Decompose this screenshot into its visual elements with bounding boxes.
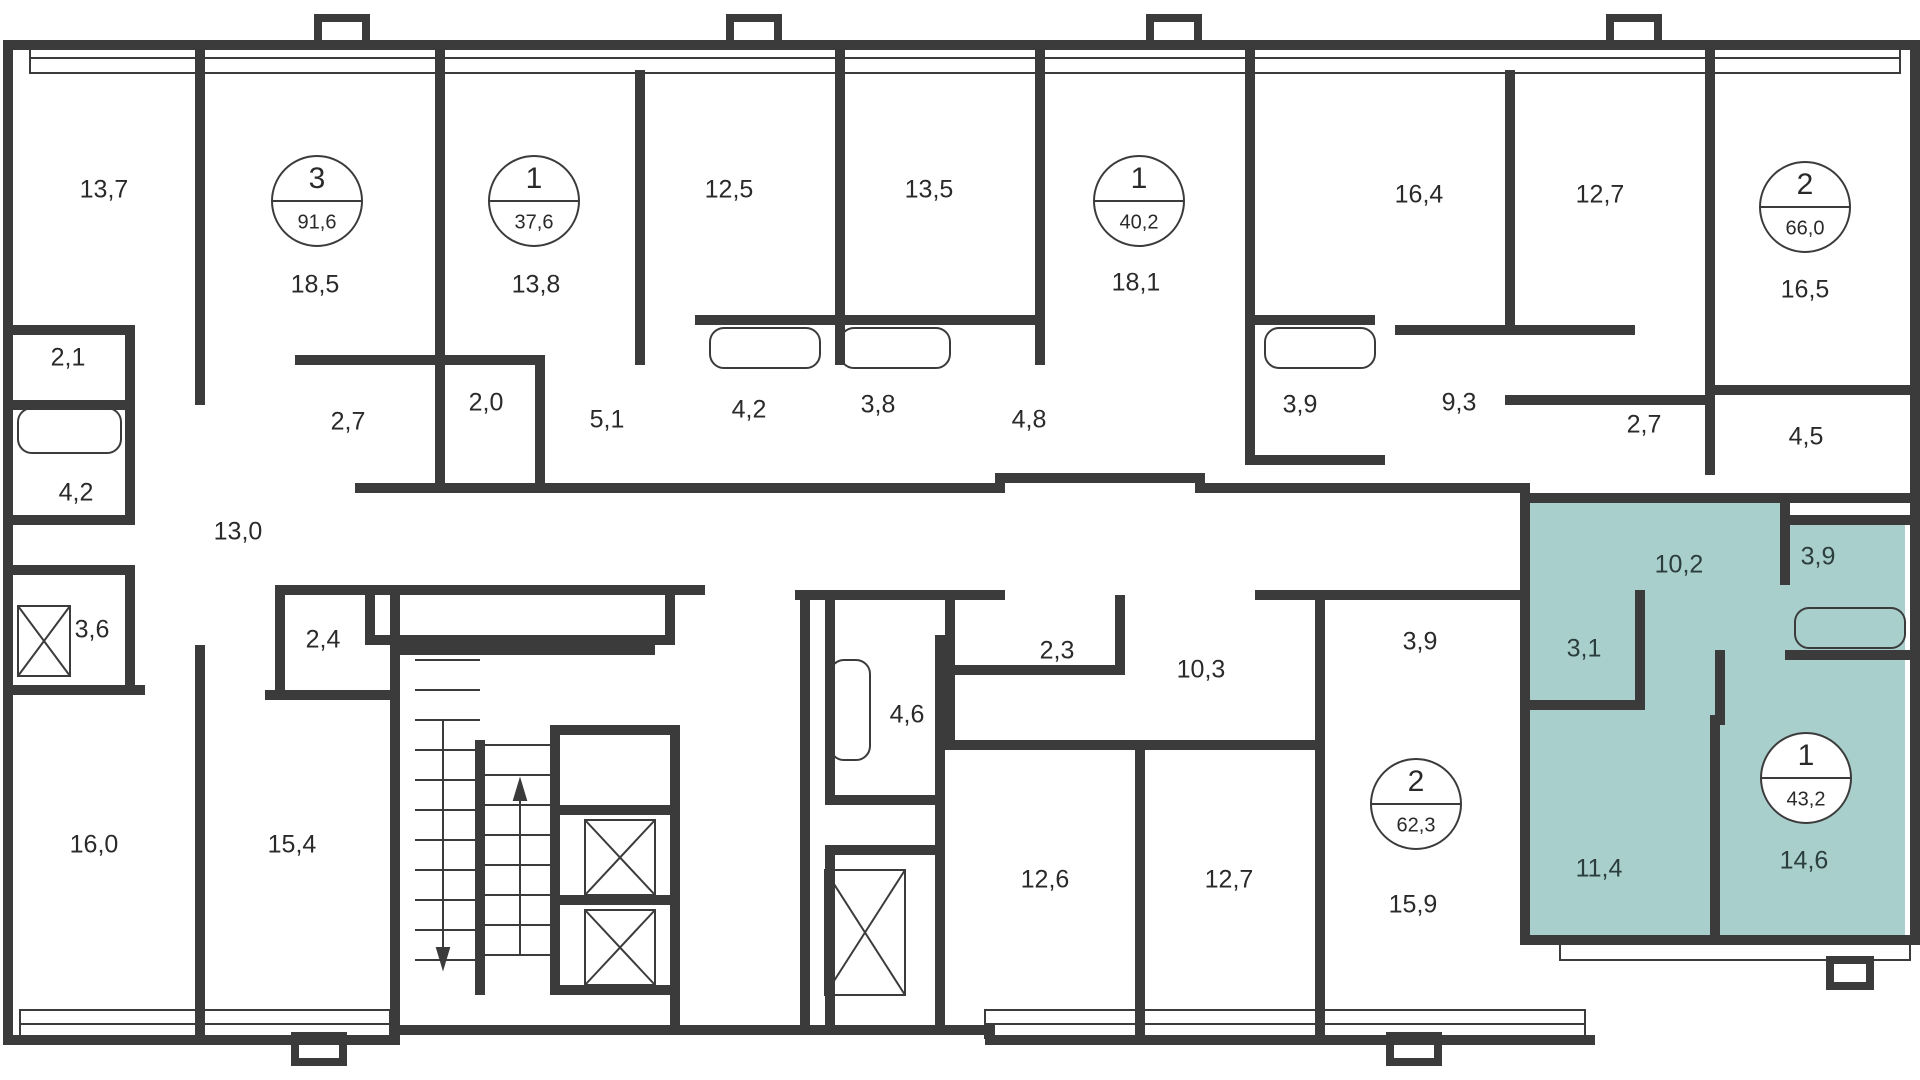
apartment-badge[interactable]: 2 66,0 xyxy=(1759,161,1851,253)
highlighted-apartment[interactable] xyxy=(1525,498,1905,936)
room-area-label: 13,7 xyxy=(80,176,129,204)
room-area-label: 3,8 xyxy=(861,391,896,419)
room-area-label: 2,3 xyxy=(1040,637,1075,665)
room-area-label: 2,0 xyxy=(469,389,504,417)
room-labels: 13,7 18,5 13,8 12,5 13,5 18,1 16,4 12,7 … xyxy=(51,176,1836,919)
apartment-rooms: 2 xyxy=(1797,168,1814,201)
apartment-badge[interactable]: 3 91,6 xyxy=(271,155,363,247)
room-area-label: 2,1 xyxy=(51,344,86,372)
room-area-label: 3,9 xyxy=(1403,628,1438,656)
room-area-label: 4,5 xyxy=(1789,423,1824,451)
room-area-label: 14,6 xyxy=(1780,847,1829,875)
apartment-badge[interactable]: 2 62,3 xyxy=(1370,758,1462,850)
room-area-label: 2,7 xyxy=(1627,411,1662,439)
room-area-label: 3,9 xyxy=(1283,391,1318,419)
room-area-label: 13,0 xyxy=(214,518,263,546)
room-area-label: 12,6 xyxy=(1021,866,1070,894)
walls xyxy=(3,40,1920,1045)
apartment-rooms: 3 xyxy=(309,162,326,195)
apartment-badge[interactable]: 1 37,6 xyxy=(488,155,580,247)
apartment-area: 37,6 xyxy=(515,211,554,233)
room-area-label: 4,6 xyxy=(890,701,925,729)
room-area-label: 3,6 xyxy=(75,616,110,644)
room-area-label: 12,7 xyxy=(1576,181,1625,209)
room-area-label: 5,1 xyxy=(590,406,625,434)
apartment-badge[interactable]: 1 40,2 xyxy=(1093,155,1185,247)
room-area-label: 12,7 xyxy=(1205,866,1254,894)
room-area-label: 18,5 xyxy=(291,271,340,299)
room-area-label: 10,3 xyxy=(1177,656,1226,684)
room-area-label: 4,8 xyxy=(1012,406,1047,434)
room-area-label: 9,3 xyxy=(1442,389,1477,417)
room-area-label: 4,2 xyxy=(732,396,767,424)
room-area-label: 2,4 xyxy=(306,626,341,654)
apartment-badge[interactable]: 1 43,2 xyxy=(1760,732,1852,824)
room-area-label: 2,7 xyxy=(331,408,366,436)
apartment-area: 66,0 xyxy=(1786,217,1825,239)
room-area-label: 15,4 xyxy=(268,831,317,859)
room-area-label: 13,5 xyxy=(905,176,954,204)
room-area-label: 18,1 xyxy=(1112,269,1161,297)
room-area-label: 3,1 xyxy=(1567,635,1602,663)
bath-fixtures xyxy=(17,327,1906,761)
apartment-area: 62,3 xyxy=(1397,814,1436,836)
apartment-rooms: 1 xyxy=(1798,739,1815,772)
apartment-rooms: 2 xyxy=(1408,765,1425,798)
apartment-rooms: 1 xyxy=(526,162,543,195)
room-area-label: 4,2 xyxy=(59,479,94,507)
apartment-area: 40,2 xyxy=(1120,211,1159,233)
room-area-label: 12,5 xyxy=(705,176,754,204)
apartment-area: 43,2 xyxy=(1787,788,1826,810)
apartment-rooms: 1 xyxy=(1131,162,1148,195)
room-area-label: 11,4 xyxy=(1576,855,1623,883)
room-area-label: 16,0 xyxy=(70,831,119,859)
room-area-label: 13,8 xyxy=(512,271,561,299)
room-area-label: 16,4 xyxy=(1395,181,1444,209)
apartment-area: 91,6 xyxy=(298,211,337,233)
elevators xyxy=(584,819,906,996)
room-area-label: 3,9 xyxy=(1801,543,1836,571)
stairs xyxy=(415,659,550,972)
room-area-label: 16,5 xyxy=(1781,276,1830,304)
room-area-label: 15,9 xyxy=(1389,891,1438,919)
room-area-label: 10,2 xyxy=(1655,551,1704,579)
